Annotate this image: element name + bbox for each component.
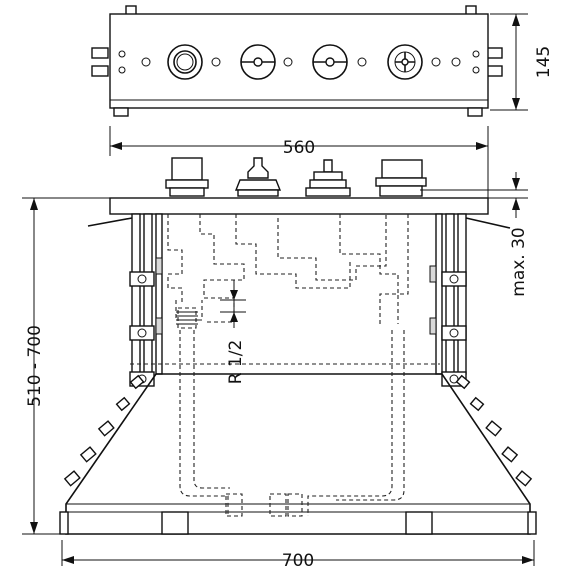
left-frame [129,213,163,387]
dim-label-max-30: max. 30 [509,227,529,296]
top-view [91,5,503,117]
outlet-ring [167,44,203,80]
hidden-pipework [130,214,440,517]
valve-outlet [312,44,348,80]
base-housing [65,373,531,535]
side-view: R 1/2 [59,157,537,535]
valve-body-1 [165,157,209,197]
valve-outlet [240,44,276,80]
thermostat-outlet [387,44,423,80]
dimension-560: 560 [109,126,489,200]
thread-label: R 1/2 [226,340,246,385]
dim-label-145: 145 [534,46,554,78]
dimension-510-700: 510 - 700 [22,197,110,535]
mounting-plate [109,197,489,215]
valve-body-3 [305,159,351,197]
top-plate [109,13,489,109]
dimension-700: 700 [61,540,535,568]
dimension-145: 145 [490,13,554,111]
dim-label-700: 700 [282,551,314,568]
dim-label-560: 560 [283,138,315,158]
right-frame [429,213,467,387]
valve-body-2 [234,157,282,197]
thread-callout: R 1/2 [220,280,246,384]
valve-body-4 [375,159,427,197]
dim-label-510-700: 510 - 700 [25,325,45,407]
dimension-max-30: max. 30 [488,172,529,297]
